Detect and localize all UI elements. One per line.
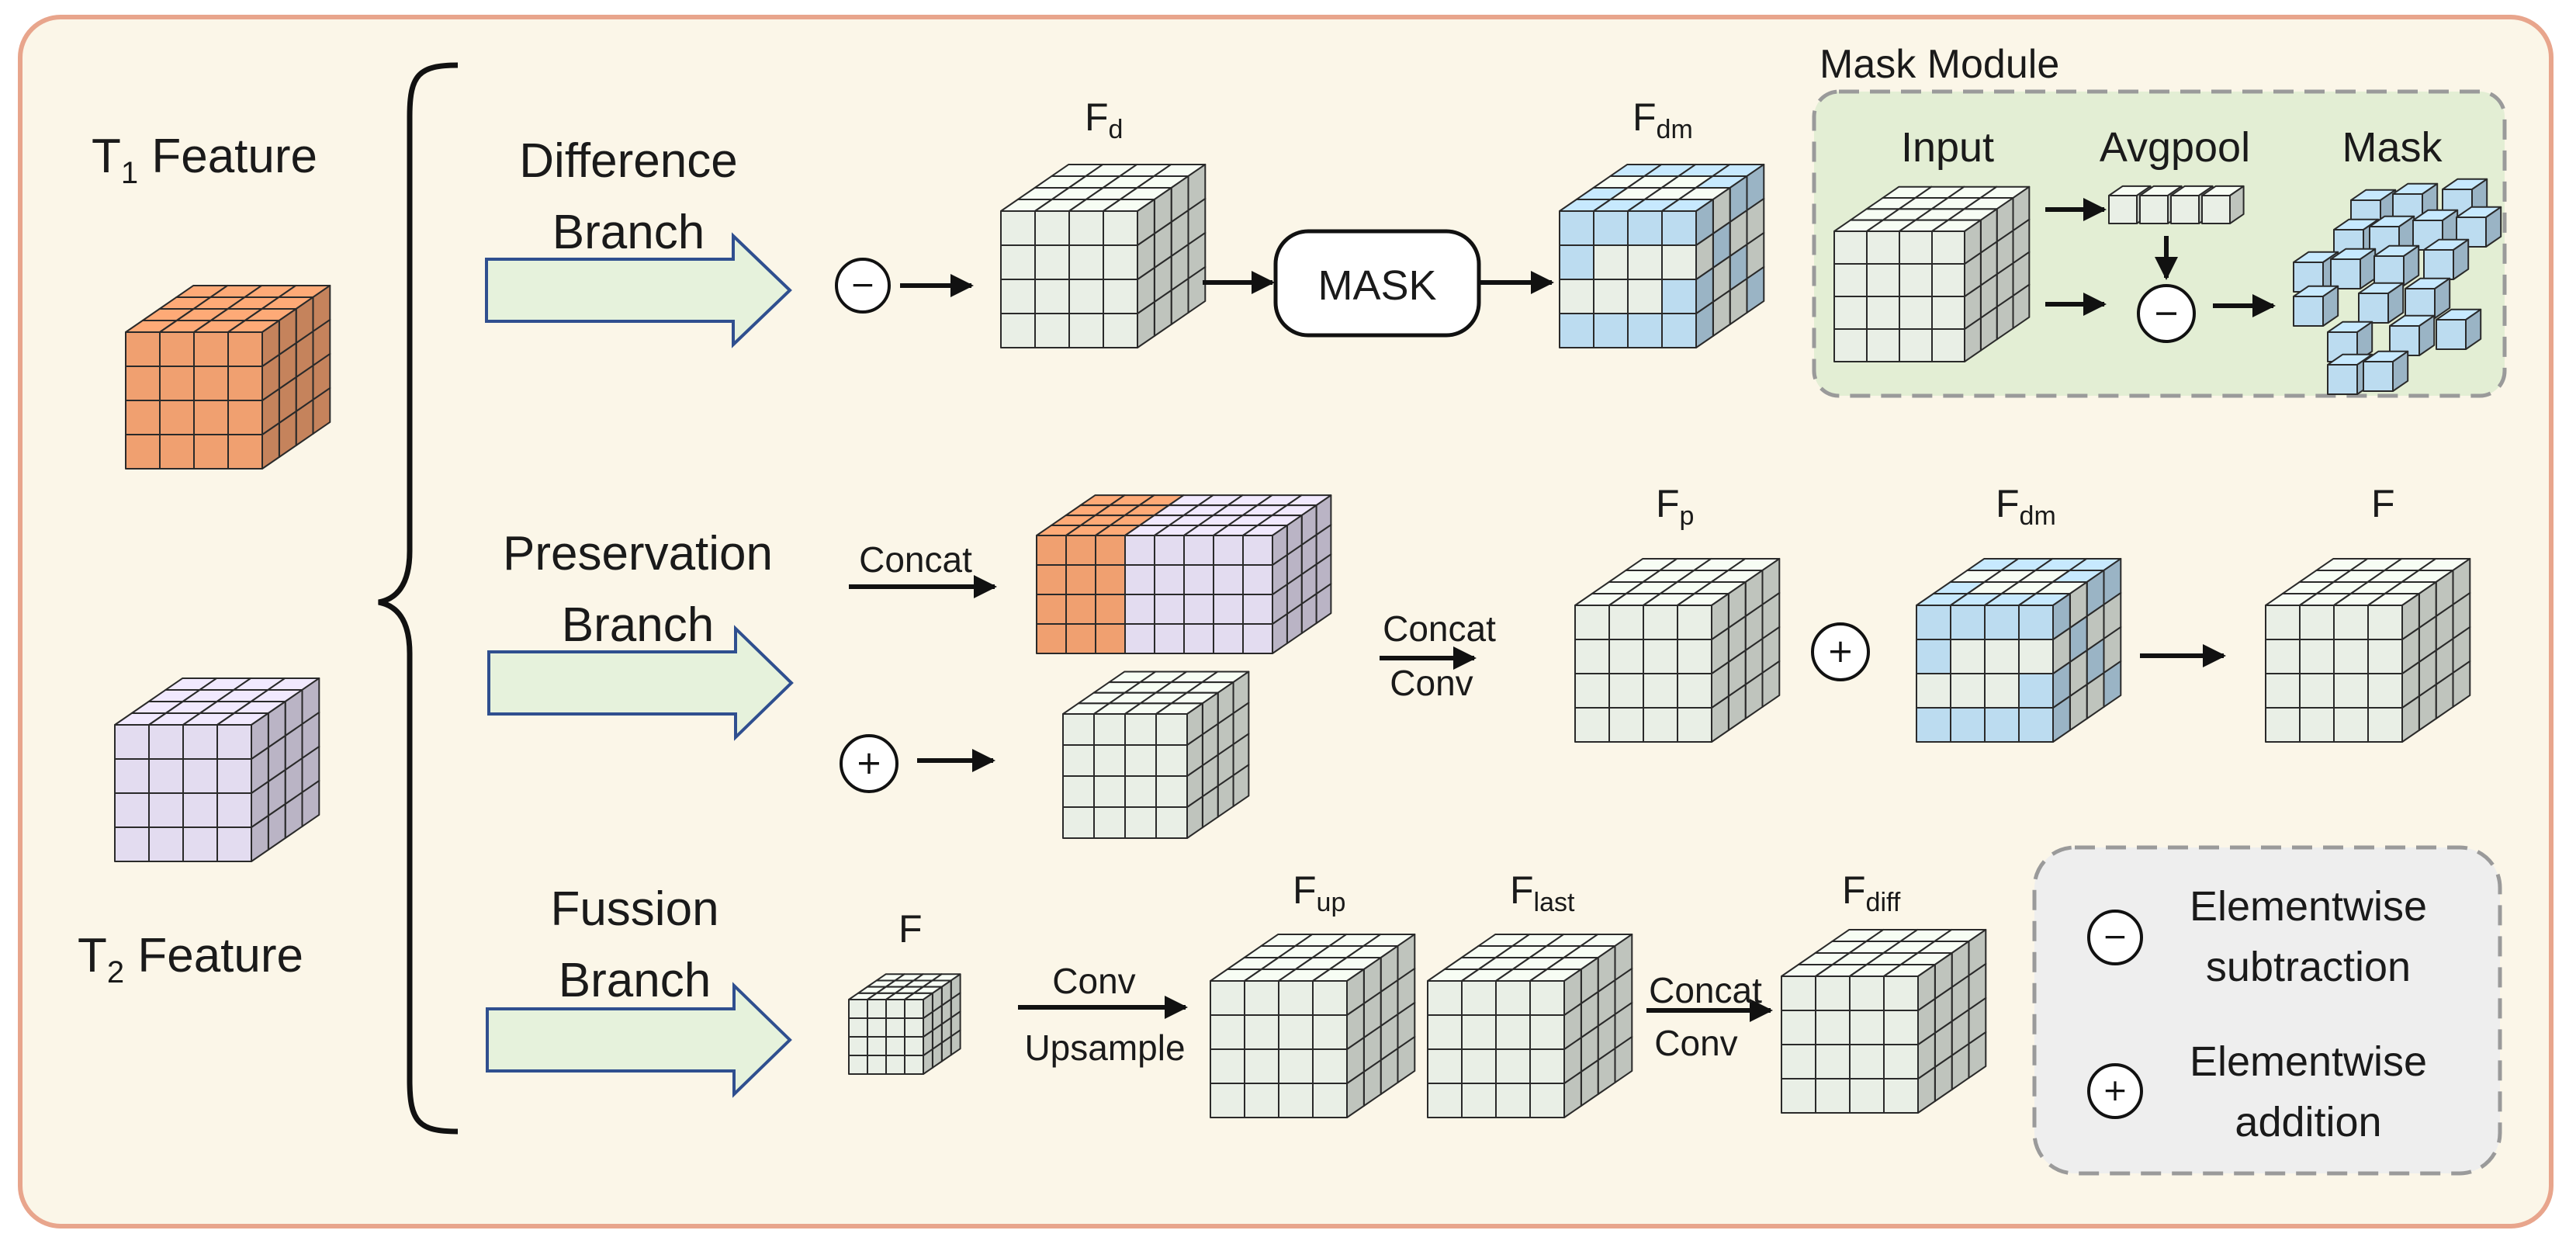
mask-operation-label: MASK: [1317, 262, 1436, 309]
mask-module-input-label: Input: [1901, 124, 1994, 171]
cube: [1103, 198, 1155, 246]
legend-minus-text-1: Elementwise: [2190, 883, 2427, 930]
operators: − − + + − +: [835, 258, 2196, 1119]
svg-text:−: −: [2103, 920, 2128, 955]
mask-module-mask-label: Mask: [2342, 124, 2443, 171]
difference-branch-label-2: Branch: [552, 206, 705, 259]
feature-blocks: [114, 163, 2502, 1118]
concat-conv-fusion-label-1: Concat: [1649, 970, 1762, 1010]
fdm-block-top: [1559, 163, 1765, 348]
cube: [2389, 314, 2436, 356]
cube: [2293, 285, 2339, 327]
legend-minus-text-2: subtraction: [2206, 944, 2411, 990]
svg-text:+: +: [856, 744, 883, 781]
mask-module-avgpool-label: Avgpool: [2100, 124, 2250, 171]
cube: [227, 319, 280, 367]
mask-operation-box: [1273, 229, 1481, 338]
cube: [2367, 592, 2420, 640]
fdm-label-top: Fdm: [1633, 95, 1693, 144]
cube: [904, 992, 933, 1019]
cube: [1931, 219, 1982, 265]
plus-operator-preservation: +: [840, 734, 898, 793]
concat-block: [1036, 494, 1332, 654]
svg-text:+: +: [1827, 632, 1854, 670]
cube: [216, 712, 269, 760]
upsample-label: Upsample: [1024, 1027, 1185, 1068]
plus-operator-fp-fdm: +: [1811, 622, 1870, 681]
sum-block: [1062, 671, 1250, 839]
legend-minus-icon: −: [2087, 910, 2143, 965]
fdiff-label: Fdiff: [1842, 868, 1901, 917]
t2-feature-label: T2 Feature: [78, 929, 303, 989]
svg-text:−: −: [2153, 294, 2180, 331]
f-result-block: [2265, 557, 2471, 743]
concat-conv-label-2: Conv: [1390, 663, 1473, 703]
conv-label: Conv: [1052, 961, 1135, 1001]
cube: [1242, 525, 1288, 566]
flast-label: Flast: [1510, 868, 1575, 917]
fup-block: [1210, 933, 1416, 1118]
cube: [1883, 963, 1936, 1011]
fd-label: Fd: [1085, 95, 1123, 144]
cube: [2405, 277, 2451, 319]
cube: [1155, 702, 1203, 746]
flast-block: [1427, 933, 1633, 1118]
arrows: [849, 198, 2276, 1022]
legend-plus-text-1: Elementwise: [2190, 1038, 2427, 1085]
minus-operator-mask-module: −: [2137, 284, 2196, 343]
cube: [2358, 282, 2405, 324]
cube: [1312, 968, 1365, 1016]
mask-module-title: Mask Module: [1819, 42, 2059, 87]
cube: [2373, 244, 2420, 286]
fusion-branch-label-1: Fussion: [550, 882, 718, 936]
mask-module-input-block: [1833, 185, 2031, 362]
legend-plus-icon: +: [2087, 1063, 2143, 1119]
fp-block: [1574, 557, 1781, 743]
fusion-branch-arrow: [486, 982, 792, 1098]
concat-conv-fusion-label-2: Conv: [1654, 1023, 1737, 1063]
preservation-branch-label-1: Preservation: [503, 527, 773, 580]
cube: [2201, 185, 2245, 224]
preservation-branch-arrow: [487, 625, 794, 741]
fusion-branch-label-2: Branch: [559, 954, 711, 1007]
t2-feature-block: [114, 677, 320, 862]
fdm-label-mid: Fdm: [1996, 482, 2056, 531]
cube: [2423, 238, 2470, 280]
cube: [2363, 350, 2409, 392]
concat-label: Concat: [859, 539, 972, 580]
cube: [1677, 592, 1729, 640]
cube: [1529, 968, 1582, 1016]
t1-feature-label: T1 Feature: [92, 130, 317, 190]
mask-sparse-block: [2293, 178, 2502, 395]
cube: [2436, 308, 2482, 350]
f-input-block: [848, 973, 961, 1075]
t1-feature-block: [125, 284, 331, 470]
cube: [2018, 592, 2071, 640]
preservation-branch-label-2: Branch: [562, 598, 714, 652]
difference-branch-arrow: [485, 232, 792, 348]
fdiff-block: [1781, 928, 1987, 1114]
f-result-label: F: [2371, 482, 2395, 525]
fd-block: [1000, 163, 1207, 348]
fup-label: Fup: [1293, 868, 1345, 917]
svg-text:+: +: [2103, 1073, 2128, 1108]
split-brace: [378, 62, 459, 1135]
legend-box: [2032, 845, 2502, 1176]
svg-text:−: −: [850, 268, 876, 303]
cube: [1661, 198, 1714, 246]
avgpool-vector: [2108, 185, 2245, 224]
fp-label: Fp: [1656, 482, 1694, 531]
difference-branch-label-1: Difference: [519, 134, 737, 188]
minus-operator-difference: −: [835, 258, 891, 314]
f-input-label: F: [898, 907, 923, 951]
cube: [2330, 248, 2377, 289]
legend-plus-text-2: addition: [2235, 1099, 2381, 1145]
concat-conv-label-1: Concat: [1383, 608, 1496, 649]
fdm-block-mid: [1916, 557, 2122, 743]
